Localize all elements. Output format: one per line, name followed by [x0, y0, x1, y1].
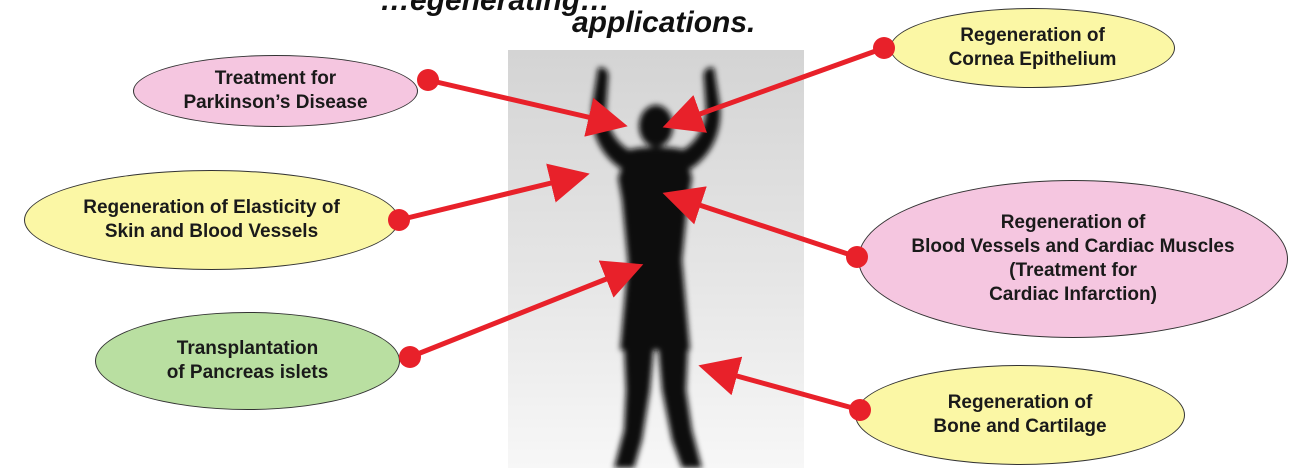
bubble-cornea-regeneration: Regeneration of Cornea Epithelium: [890, 8, 1175, 88]
bubble-bone-cartilage-regeneration: Regeneration of Bone and Cartilage: [855, 365, 1185, 465]
arrow-dot-pancreas: [399, 346, 421, 368]
bubble-pancreas-islet-transplantation: Transplantation of Pancreas islets: [95, 312, 400, 410]
bubble-parkinsons-treatment: Treatment for Parkinson’s Disease: [133, 55, 418, 127]
bubble-text-line: Skin and Blood Vessels: [104, 221, 319, 242]
bubble-text-line: of Pancreas islets: [166, 362, 329, 383]
bubble-skin-elasticity-regeneration: Regeneration of Elasticity of Skin and B…: [24, 170, 399, 270]
bubble-text-line: Cardiac Infarction): [989, 284, 1157, 305]
bubble-text-line: Treatment for: [214, 68, 337, 89]
bubble-text-line: Regeneration of Elasticity of: [83, 197, 340, 218]
bubble-text-line: Transplantation: [176, 338, 319, 359]
bubble-text-line: Regeneration of: [960, 25, 1105, 46]
title-line-2: applications.: [572, 6, 756, 39]
bubble-text-line: Bone and Cartilage: [933, 416, 1107, 437]
bubble-text-line: Parkinson’s Disease: [183, 92, 368, 113]
arrow-dot-parkinson: [417, 69, 439, 91]
bubble-text-line: (Treatment for: [1009, 260, 1137, 281]
bubble-text-line: Blood Vessels and Cardiac Muscles: [911, 236, 1235, 257]
bubble-text-line: Regeneration of: [947, 392, 1093, 413]
bubble-cardiac-regeneration: Regeneration of Blood Vessels and Cardia…: [858, 180, 1288, 338]
human-silhouette-image: [508, 50, 804, 468]
title-line-1: …egenerating…: [380, 0, 611, 17]
bubble-text-line: Cornea Epithelium: [948, 49, 1117, 70]
bubble-text-line: Regeneration of: [1000, 212, 1146, 233]
